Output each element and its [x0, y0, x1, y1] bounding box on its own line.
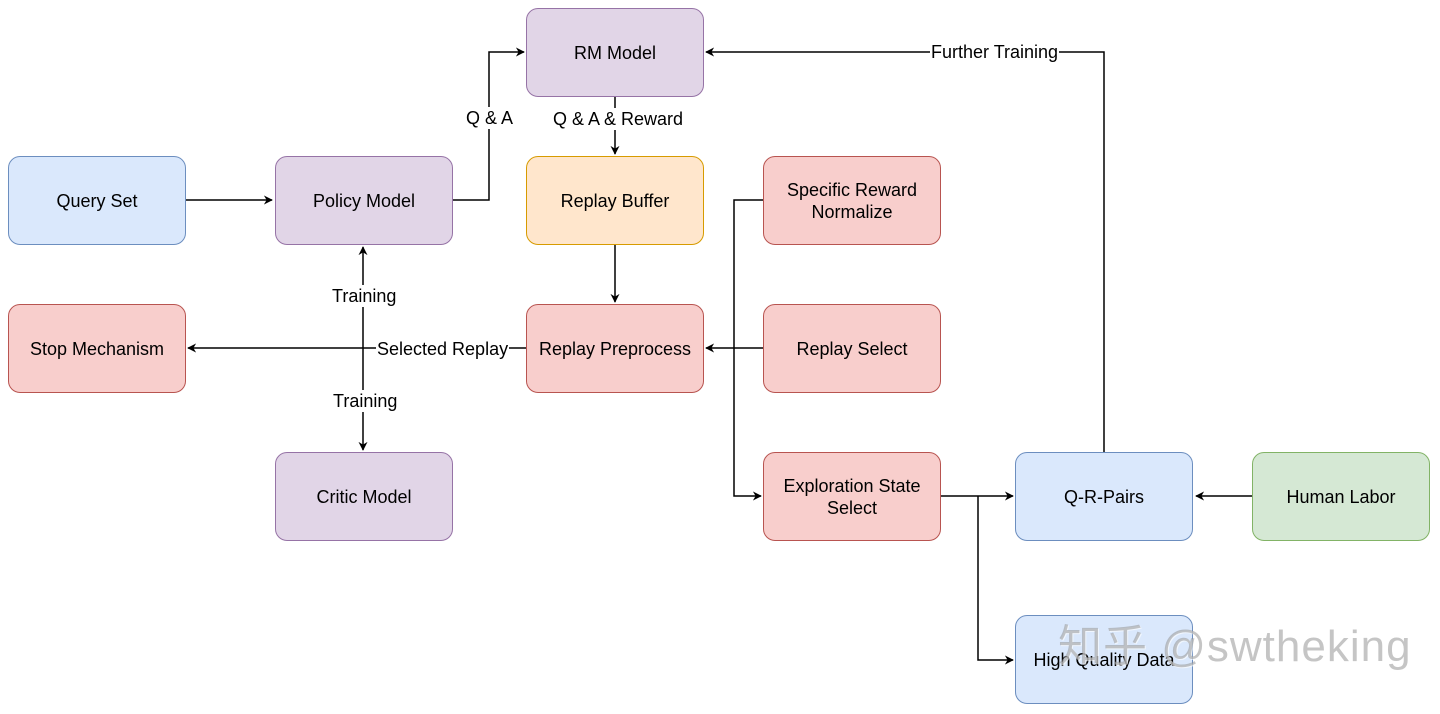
human-labor-node[interactable]: Human Labor: [1252, 452, 1430, 541]
policy-model-node[interactable]: Policy Model: [275, 156, 453, 245]
edge-label-training-down: Training: [332, 390, 399, 412]
specific-reward-normalize-label: Specific Reward Normalize: [786, 179, 918, 222]
query-set-node[interactable]: Query Set: [8, 156, 186, 245]
stop-mechanism-label: Stop Mechanism: [29, 338, 165, 359]
specific-reward-normalize-node[interactable]: Specific Reward Normalize: [763, 156, 941, 245]
replay-select-label: Replay Select: [796, 338, 908, 359]
replay-select-node[interactable]: Replay Select: [763, 304, 941, 393]
query-set-label: Query Set: [56, 190, 138, 211]
critic-model-node[interactable]: Critic Model: [275, 452, 453, 541]
replay-buffer-label: Replay Buffer: [560, 190, 670, 211]
replay-preprocess-label: Replay Preprocess: [538, 338, 692, 359]
edge-label-q-a-reward: Q & A & Reward: [552, 108, 685, 130]
policy-model-label: Policy Model: [312, 190, 416, 211]
q-r-pairs-node[interactable]: Q-R-Pairs: [1015, 452, 1193, 541]
replay-buffer-node[interactable]: Replay Buffer: [526, 156, 704, 245]
exploration-state-select-node[interactable]: Exploration State Select: [763, 452, 941, 541]
rm-model-node[interactable]: RM Model: [526, 8, 704, 97]
q-r-pairs-label: Q-R-Pairs: [1064, 486, 1144, 507]
edge-qrpairs-to-rm: [705, 47, 1105, 452]
stop-mechanism-node[interactable]: Stop Mechanism: [8, 304, 186, 393]
exploration-state-select-label: Exploration State Select: [783, 475, 921, 518]
high-quality-data-label: High Quality Data: [1033, 649, 1175, 670]
human-labor-label: Human Labor: [1286, 486, 1396, 507]
watermark-text: 知乎 @swtheking: [1058, 622, 1412, 671]
rm-model-label: RM Model: [573, 42, 657, 63]
high-quality-data-node[interactable]: High Quality Data: [1015, 615, 1193, 704]
edge-label-selected-replay: Selected Replay: [376, 338, 510, 360]
edge-label-q-and-a: Q & A: [465, 107, 515, 129]
critic-model-label: Critic Model: [316, 486, 412, 507]
edge-label-training-up: Training: [331, 285, 398, 307]
edge-exploration-to-hqdata: [977, 496, 1014, 665]
replay-preprocess-node[interactable]: Replay Preprocess: [526, 304, 704, 393]
edge-label-further-training: Further Training: [930, 41, 1060, 63]
